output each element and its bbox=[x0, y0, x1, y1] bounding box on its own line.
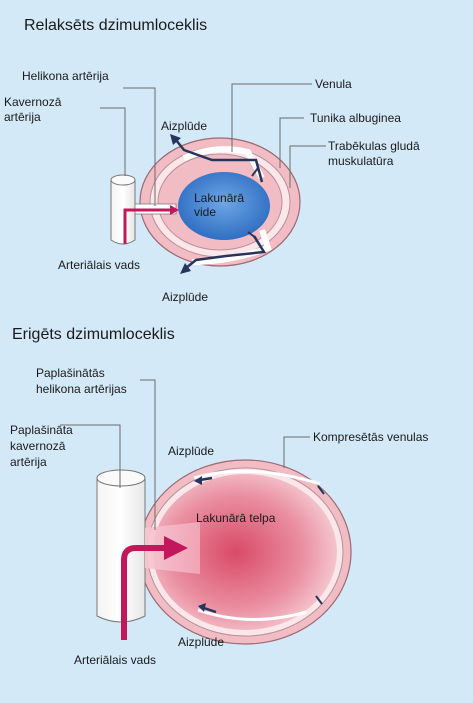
relaxed-small-arrow-a bbox=[251, 167, 259, 177]
label-dilated-helicine-1: Paplašinātās bbox=[36, 366, 105, 380]
erect-title: Erigēts dzimumloceklis bbox=[12, 326, 175, 343]
relaxed-small-arrow-b bbox=[247, 231, 257, 239]
label-outflow-top: Aizplūde bbox=[161, 119, 207, 133]
label-erect-outflow-top: Aizplūde bbox=[168, 444, 214, 458]
label-outflow-bottom: Aizplūde bbox=[162, 290, 208, 304]
relaxed-arterial-arrow bbox=[123, 208, 170, 244]
label-compressed-venules: Kompresētās venulas bbox=[313, 430, 428, 444]
label-trabecular-2: muskulatūra bbox=[328, 154, 394, 168]
erect-outflow-bottom-arrow bbox=[198, 603, 217, 614]
label-lacunar-2: vide bbox=[194, 205, 216, 219]
erect-arterial-arrowhead bbox=[164, 536, 188, 560]
label-arteriolar-erect: Arteriālais vads bbox=[74, 653, 156, 667]
label-dilated-helicine-2: helikona artērijas bbox=[36, 382, 127, 396]
relaxed-lacunar-space bbox=[178, 172, 270, 240]
label-lacunar-space: Lakunārā telpa bbox=[196, 511, 276, 525]
erect-arterial-arrow bbox=[121, 545, 166, 640]
label-arteriolar-relaxed: Arteriālais vads bbox=[58, 258, 140, 272]
label-cavernous-artery-2: artērija bbox=[4, 110, 41, 124]
relaxed-arterial-arrowhead bbox=[170, 205, 179, 215]
relaxed-title: Relaksēts dzimumloceklis bbox=[24, 17, 207, 34]
relaxed-venule-top bbox=[182, 146, 265, 180]
relaxed-outflow-bottom-arrow bbox=[180, 235, 267, 274]
erect-venule-top bbox=[193, 469, 321, 486]
erect-lacunar-space bbox=[153, 474, 337, 630]
erect-small-arrow-a bbox=[317, 485, 325, 495]
label-dilated-cavernous-2: kavernozā bbox=[10, 439, 66, 453]
label-dilated-cavernous-1: Paplašināta bbox=[10, 423, 73, 437]
erect-leader-lines bbox=[60, 379, 310, 530]
erect-cross-section bbox=[138, 459, 352, 645]
erect-venule-bottom bbox=[197, 608, 307, 622]
label-erect-outflow-bottom: Aizplūde bbox=[178, 635, 224, 649]
label-dilated-cavernous-3: artērija bbox=[10, 455, 47, 469]
label-trabecular-1: Trabēkulas gludā bbox=[328, 139, 420, 153]
erect-outflow-top-arrow bbox=[194, 476, 213, 485]
erect-small-arrow-b bbox=[315, 595, 323, 605]
relaxed-outflow-top-arrow bbox=[170, 134, 264, 183]
relaxed-leader-lines bbox=[100, 83, 326, 206]
label-cavernous-artery-1: Kavernozā bbox=[4, 95, 62, 109]
label-helicine-artery: Helikona artērija bbox=[22, 69, 109, 83]
label-lacunar-1: Lakunārā bbox=[194, 191, 244, 205]
label-tunica-albuginea: Tunika albuginea bbox=[310, 111, 401, 125]
label-venule: Venula bbox=[315, 77, 352, 91]
relaxed-venule-bottom bbox=[191, 229, 272, 265]
